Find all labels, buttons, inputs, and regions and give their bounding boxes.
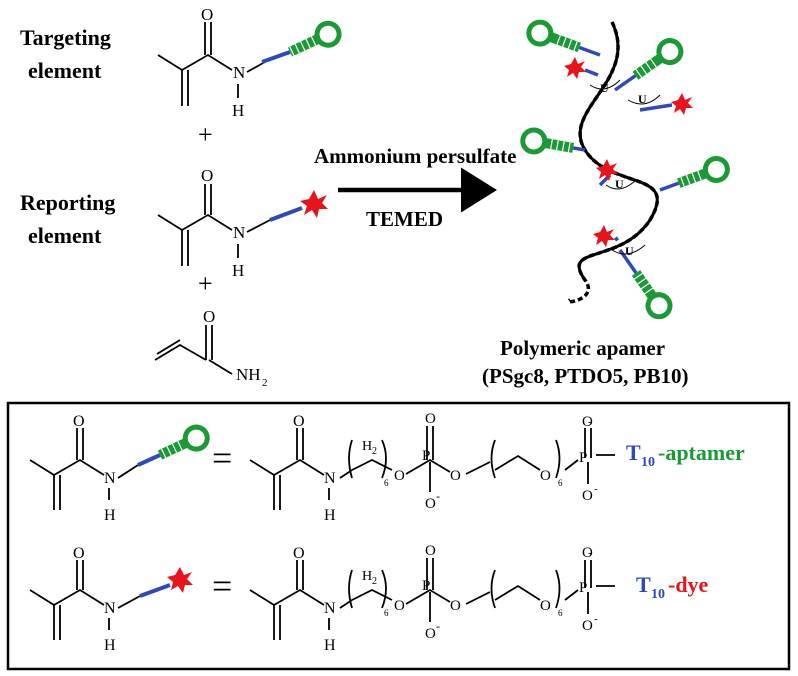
svg-text:N: N (104, 470, 116, 487)
svg-text:H: H (232, 101, 244, 120)
svg-text:H: H (324, 637, 336, 654)
plus-1: + (198, 120, 213, 149)
svg-text:H: H (362, 439, 372, 454)
svg-text:-: - (594, 613, 598, 625)
svg-text:O: O (293, 413, 305, 430)
svg-text:O: O (73, 413, 85, 430)
polymeric-aptamer: U U U U (520, 19, 730, 320)
reporting-label-2: element (28, 223, 102, 248)
svg-text:H: H (104, 637, 116, 654)
dye-prefix: T (636, 572, 651, 597)
targeting-label-2: element (28, 58, 102, 83)
svg-text:6: 6 (558, 478, 563, 488)
svg-text:-: - (588, 547, 592, 559)
aptamer-sub: 10 (641, 455, 655, 470)
svg-text:NH: NH (236, 365, 261, 384)
svg-text:O: O (425, 626, 436, 642)
svg-text:O: O (425, 496, 436, 512)
svg-text:6: 6 (384, 478, 389, 488)
svg-text:N: N (324, 470, 336, 487)
svg-text:O: O (425, 411, 436, 427)
svg-text:-: - (594, 483, 598, 495)
svg-text:O: O (450, 598, 461, 614)
svg-text:O: O (201, 166, 213, 185)
svg-text:U: U (638, 92, 647, 106)
equals-2: = (212, 566, 232, 606)
svg-text:H: H (324, 507, 336, 524)
plus-2: + (198, 269, 213, 298)
svg-text:6: 6 (384, 608, 389, 618)
reporting-monomer: O N H (157, 166, 328, 280)
svg-text:P: P (579, 580, 587, 596)
svg-text:2: 2 (262, 377, 268, 389)
svg-text:O: O (582, 488, 593, 504)
svg-text:2: 2 (372, 576, 377, 587)
dye-sub: 10 (651, 587, 665, 602)
svg-text:O: O (540, 468, 551, 484)
svg-text:H: H (362, 569, 372, 584)
svg-text:H: H (104, 507, 116, 524)
aptamer-hairpin-icon (287, 20, 342, 57)
svg-text:N: N (233, 223, 245, 242)
svg-text:2: 2 (372, 446, 377, 457)
svg-text:O: O (394, 468, 405, 484)
svg-text:O: O (293, 545, 305, 562)
legend-box (6, 401, 791, 671)
aptamer-prefix: T (626, 440, 641, 465)
reporting-label-1: Reporting (20, 190, 115, 215)
svg-text:N: N (324, 600, 336, 617)
aptamer-suffix: -aptamer (658, 440, 745, 465)
svg-text:U: U (625, 244, 634, 258)
svg-text:O: O (582, 414, 593, 430)
arrow-bottom-label: TEMED (366, 207, 443, 231)
product-label-1: Polymeric apamer (500, 336, 665, 360)
svg-text:O: O (203, 307, 215, 326)
svg-text:O: O (540, 598, 551, 614)
legend-row-dye: O N H = O N H H 2 6 O O P O - O O 6 (29, 543, 709, 654)
svg-text:-: - (436, 489, 440, 503)
svg-text:O: O (394, 598, 405, 614)
svg-text:O: O (201, 5, 213, 24)
dye-star-icon (300, 190, 328, 218)
svg-text:O: O (582, 545, 593, 561)
svg-text:O: O (450, 468, 461, 484)
arrow-top-label: Ammonium persulfate (314, 144, 516, 168)
targeting-label-1: Targeting (20, 25, 111, 50)
svg-text:U: U (600, 81, 609, 95)
svg-text:-: - (436, 619, 440, 633)
svg-text:O: O (73, 545, 85, 562)
svg-text:P: P (422, 578, 430, 594)
acrylamide-monomer: O NH 2 (154, 307, 268, 389)
svg-text:P: P (422, 448, 430, 464)
svg-text:O: O (582, 618, 593, 634)
svg-text:N: N (233, 63, 245, 82)
targeting-monomer: O N H (157, 5, 342, 120)
dye-suffix: -dye (668, 572, 709, 597)
svg-text:N: N (104, 600, 116, 617)
svg-text:U: U (615, 177, 624, 191)
svg-text:6: 6 (558, 608, 563, 618)
legend-row-aptamer: O N H = O N H H 2 6 O O P O - O (29, 411, 745, 524)
svg-text:H: H (232, 261, 244, 280)
svg-text:-: - (588, 416, 592, 428)
svg-text:P: P (579, 450, 587, 466)
product-label-2: (PSgc8, PTDO5, PB10) (482, 364, 688, 388)
svg-text:O: O (425, 543, 436, 559)
equals-1: = (212, 438, 232, 478)
